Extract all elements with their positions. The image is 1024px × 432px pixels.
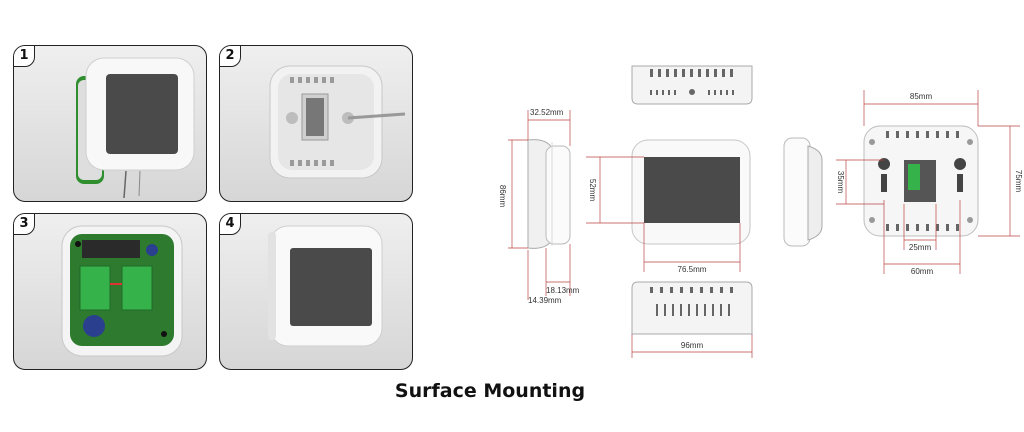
- step-panel-2: 2: [219, 45, 413, 202]
- dim-depth: 32.52mm: [530, 108, 564, 117]
- caption-title: Surface Mounting: [394, 380, 586, 402]
- dim-overall-width: 96mm: [681, 341, 704, 350]
- dim-hole-width: 60mm: [911, 267, 934, 276]
- thermostat-front-angled-illustration: [76, 57, 195, 199]
- step-number-2: 2: [220, 46, 241, 67]
- dim-screen-height: 52mm: [588, 179, 597, 202]
- step-number-1: 1: [14, 46, 35, 67]
- dim-hole-spacing: 25mm: [909, 243, 932, 252]
- step-panel-3: 3: [13, 213, 207, 370]
- step-panel-4: 4: [219, 213, 413, 370]
- step-panel-1: 1: [13, 45, 207, 202]
- top-view: [631, 65, 753, 105]
- front-view: [631, 139, 751, 245]
- step-number-4: 4: [220, 214, 241, 235]
- dim-hole-vertical: 35mm: [836, 171, 845, 194]
- dim-back-height: 75mm: [1014, 170, 1023, 193]
- side-view-right: [783, 137, 823, 247]
- thermostat-mounted-illustration: [268, 225, 383, 347]
- dim-height-side: 86mm: [498, 185, 507, 208]
- back-view: [863, 125, 979, 237]
- dim-base-depth: 18.13mm: [546, 286, 580, 295]
- dim-back-width: 85mm: [910, 92, 933, 101]
- dim-front-depth: 14.39mm: [528, 296, 562, 305]
- thermostat-backplate-illustration: [269, 65, 406, 179]
- side-view-left: [527, 139, 571, 249]
- dim-screen-width: 76.5mm: [678, 265, 707, 274]
- thermostat-wiring-illustration: [61, 225, 183, 357]
- bottom-view: [631, 281, 753, 335]
- step-number-3: 3: [14, 214, 35, 235]
